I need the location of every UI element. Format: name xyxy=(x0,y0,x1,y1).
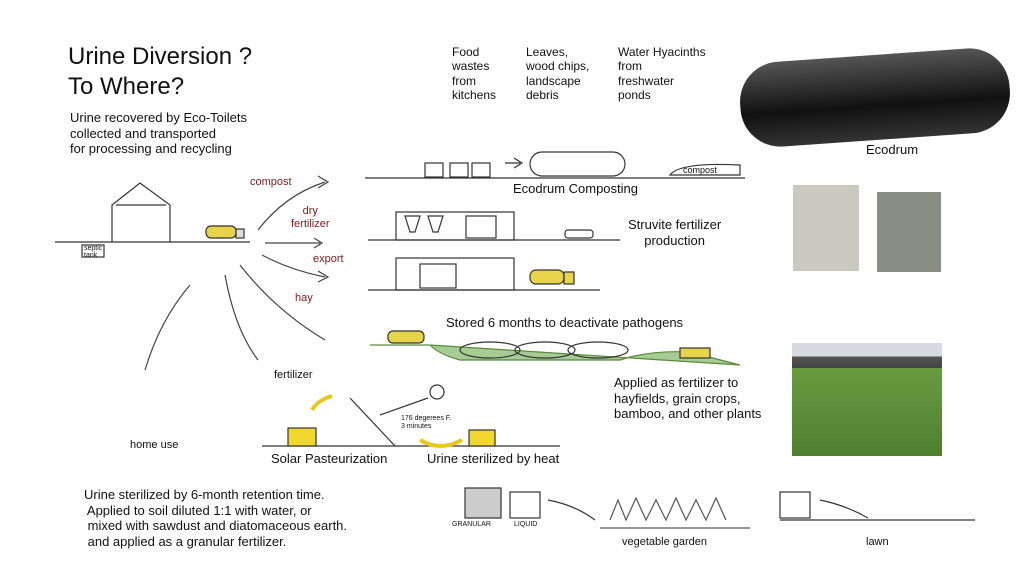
septic-label: septic tank xyxy=(84,245,103,259)
drum-sketch xyxy=(529,151,626,177)
struvite-photo-2 xyxy=(877,192,941,272)
ecodrum-composting-label: Ecodrum Composting xyxy=(513,181,638,196)
granular-bin xyxy=(464,487,502,519)
truck-icon xyxy=(205,225,245,239)
granular-label: GRANULAR xyxy=(452,521,491,528)
input-hyacinths: Water Hyacinths from freshwater ponds xyxy=(618,45,706,103)
heat-label: Urine sterilized by heat xyxy=(427,451,560,466)
route-hay: hay xyxy=(295,292,313,304)
route-export: export xyxy=(313,253,344,265)
route-dry-fertilizer: dry fertilizer xyxy=(291,205,330,231)
ecodrum-label: Ecodrum xyxy=(866,142,919,157)
route-home-use: home use xyxy=(130,439,179,451)
temperature-label: 176 degerees F. 3 minutes xyxy=(401,415,452,431)
sun-icon xyxy=(429,384,445,400)
compost-pile-label: compost xyxy=(683,165,718,175)
input-leaves: Leaves, wood chips, landscape debris xyxy=(526,45,590,103)
liquid-label: LIQUID xyxy=(514,521,538,528)
struvite-photo-1 xyxy=(793,185,859,271)
hayfield-photo xyxy=(792,343,942,456)
garden-label: vegetable garden xyxy=(622,536,708,548)
slide-title: Urine Diversion ? To Where? xyxy=(68,43,253,100)
lawn-label: lawn xyxy=(866,536,889,548)
house-sketch xyxy=(55,182,250,258)
struvite-label: Struvite fertilizer production xyxy=(628,217,722,248)
route-fertilizer: fertilizer xyxy=(274,369,313,381)
solar-label: Solar Pasteurization xyxy=(271,451,388,466)
input-food: Food wastes from kitchens xyxy=(452,45,497,103)
applied-label: Applied as fertilizer to hayfields, grai… xyxy=(614,375,762,422)
route-arrows xyxy=(144,175,330,371)
route-compost: compost xyxy=(250,176,292,188)
liquid-bin xyxy=(509,491,541,519)
stored-label: Stored 6 months to deactivate pathogens xyxy=(446,315,684,330)
intro-text: Urine recovered by Eco-Toilets collected… xyxy=(70,110,248,157)
retention-text: Urine sterilized by 6-month retention ti… xyxy=(84,487,348,549)
compost-pile xyxy=(668,163,741,176)
